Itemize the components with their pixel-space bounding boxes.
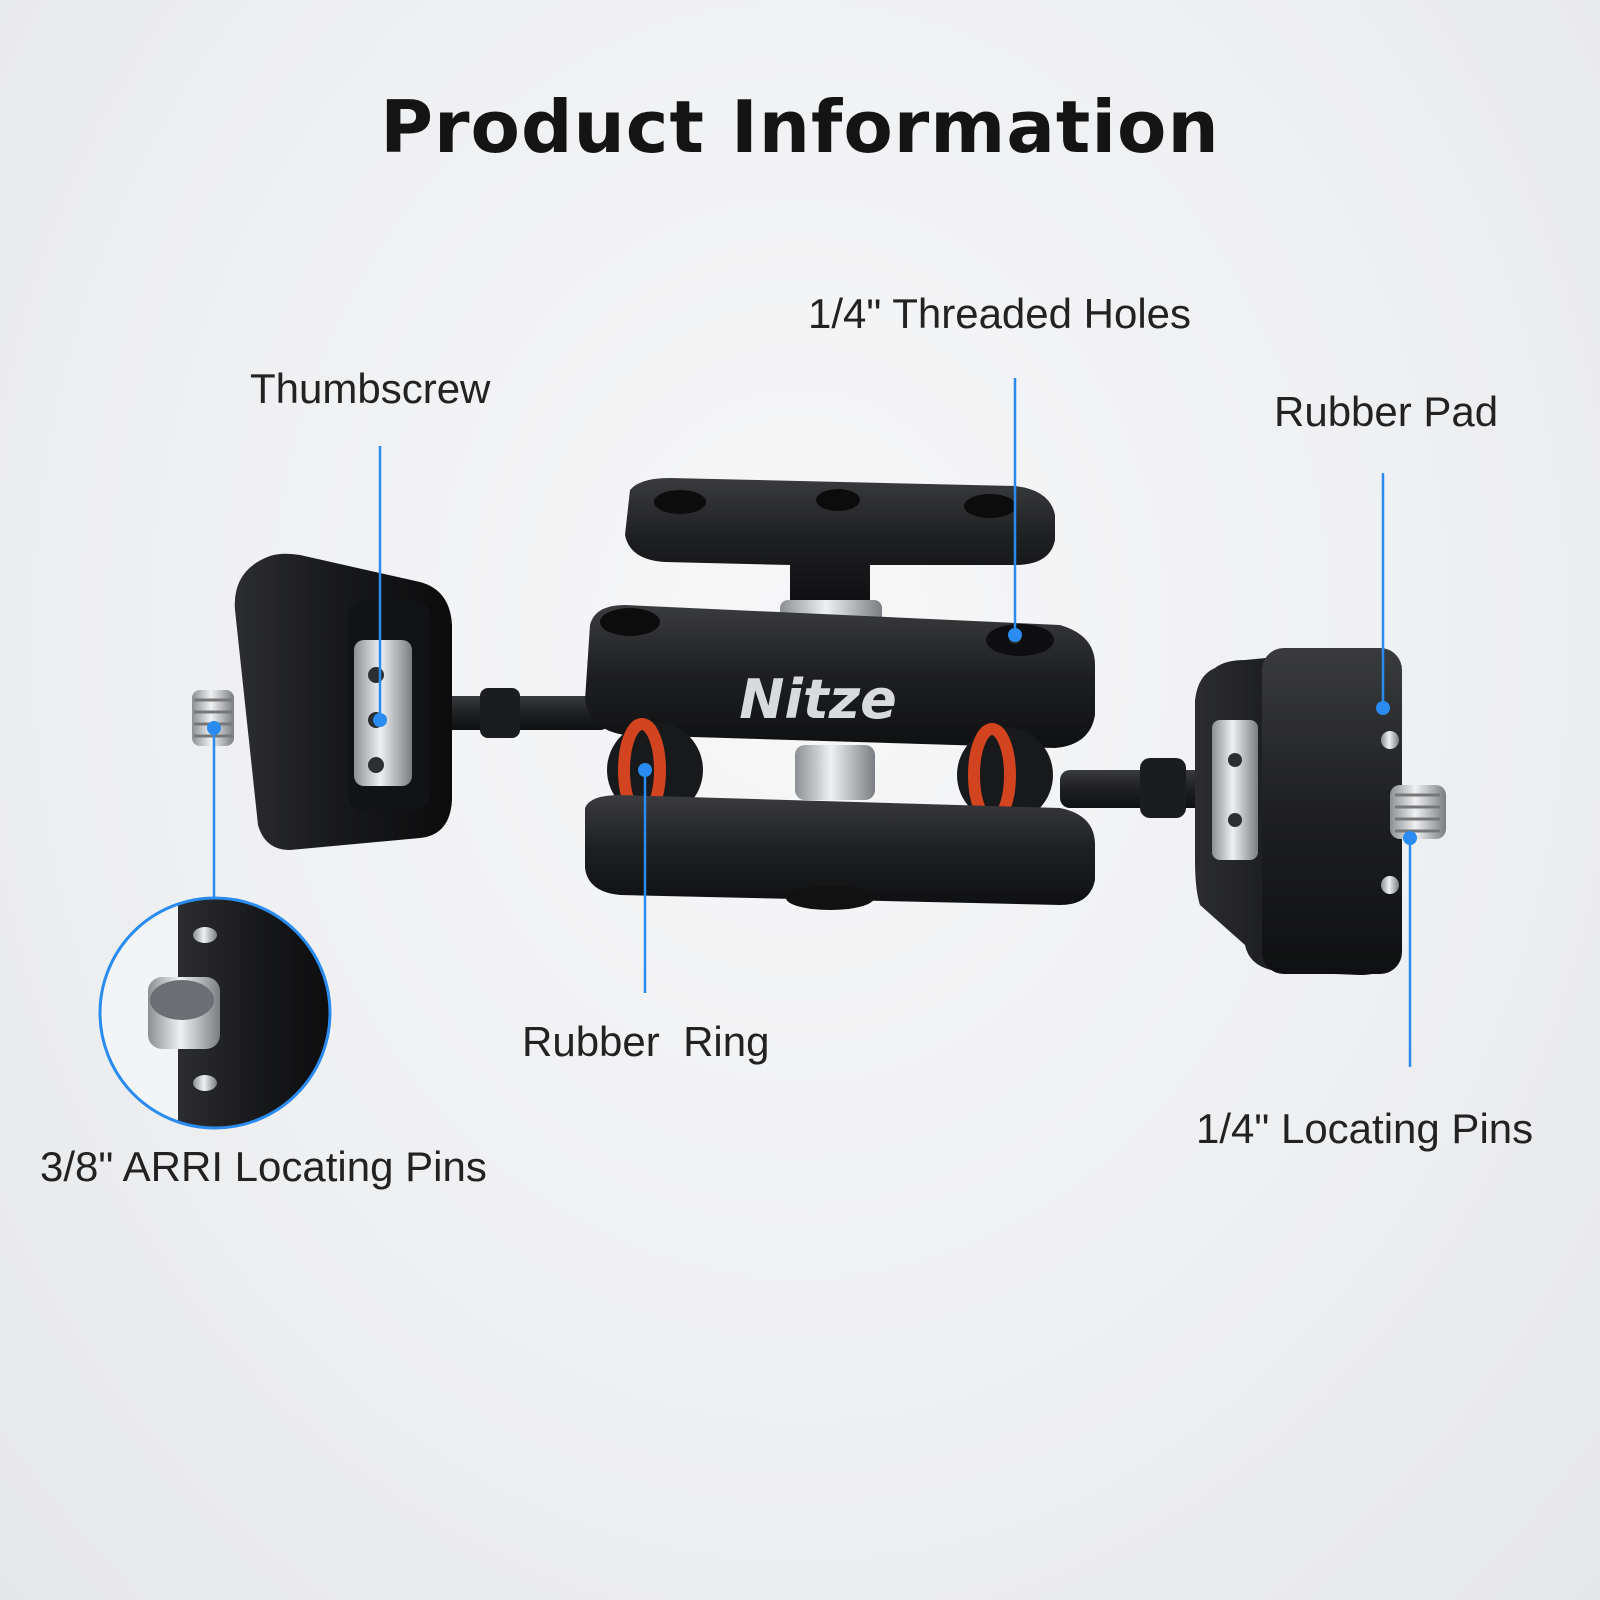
- label-arri-locating-pins: 3/8" ARRI Locating Pins: [40, 1143, 487, 1190]
- right-arm-rod: [1060, 758, 1230, 818]
- label-rubber-ring: Rubber Ring: [522, 1018, 770, 1065]
- callout-dot-rubber-pad: [1376, 701, 1390, 715]
- quarter-inch-screw: [1390, 785, 1446, 839]
- callout-dot-arri-pins: [207, 721, 221, 735]
- locating-pin-top: [1381, 731, 1399, 749]
- callout-dot-rubber-ring: [638, 763, 652, 777]
- lower-clamp-bar: [585, 795, 1095, 905]
- callout-dot-threaded-holes: [1008, 628, 1022, 642]
- label-threaded-holes: 1/4" Threaded Holes: [808, 290, 1192, 337]
- label-thumbscrew: Thumbscrew: [250, 365, 491, 412]
- upper-clamp-bar: [585, 605, 1095, 748]
- arri-pin-screw: [192, 690, 234, 746]
- rubber-pad-face: [1262, 648, 1402, 974]
- brand-logo: Nitze: [739, 668, 897, 731]
- top-knob: [625, 478, 1055, 600]
- callout-dot-thumbscrew: [373, 713, 387, 727]
- callout-dot-locating-pins: [1403, 831, 1417, 845]
- locating-pin-bottom: [1381, 876, 1399, 894]
- label-quarter-locating-pins: 1/4" Locating Pins: [1196, 1105, 1534, 1152]
- ball-head: Nitze: [585, 478, 1095, 910]
- zoom-inset: [98, 896, 332, 1130]
- right-mount-block: [1195, 648, 1446, 975]
- callout-lines: [207, 378, 1417, 1067]
- left-mount-block: [192, 553, 452, 850]
- left-arm-rod: [420, 688, 610, 738]
- label-rubber-pad: Rubber Pad: [1274, 388, 1499, 435]
- page-title: Product Information: [380, 85, 1220, 169]
